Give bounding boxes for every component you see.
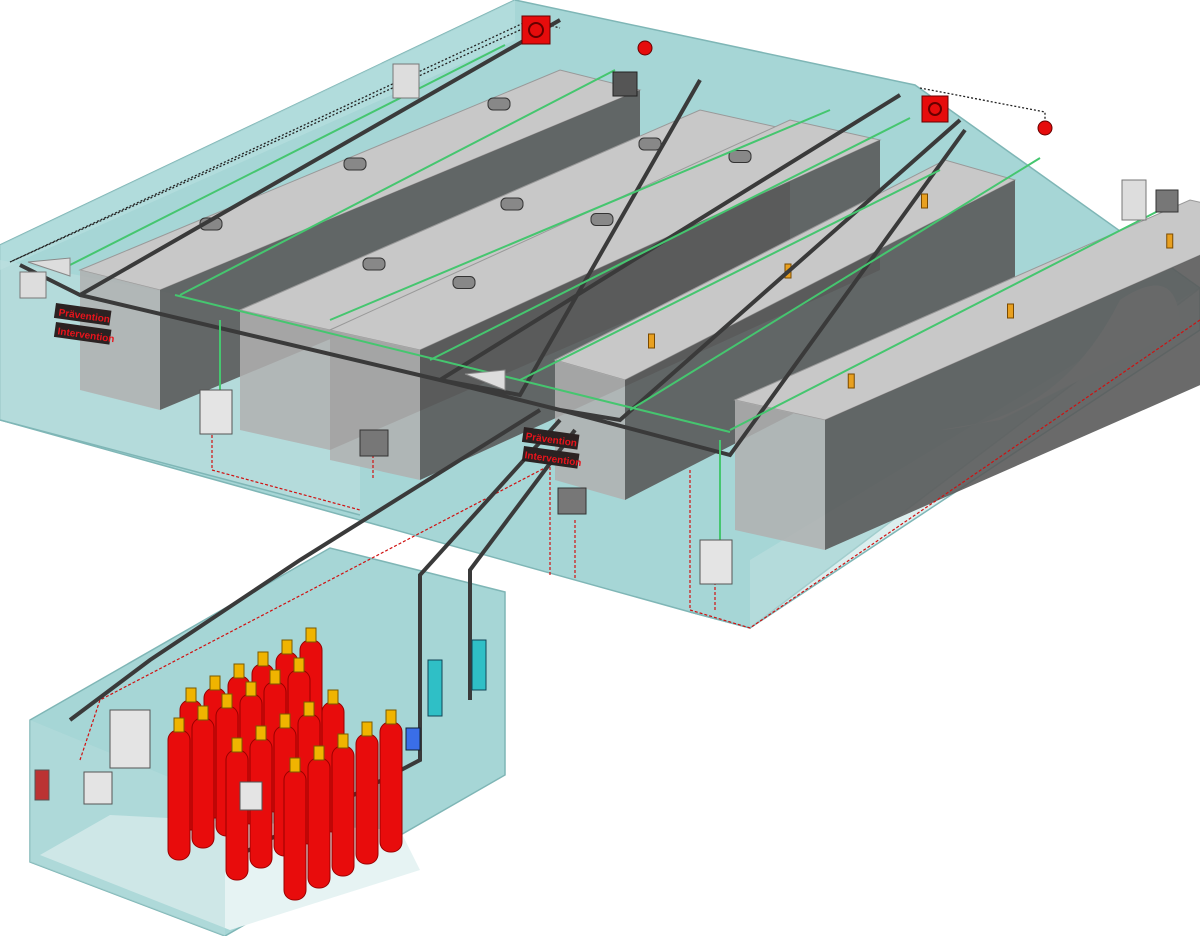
cylinder-valve [385, 709, 397, 725]
cylinder-valve [279, 713, 291, 729]
rack-side [825, 255, 1200, 550]
cylinder-valve [313, 745, 325, 761]
cylinder-valve [173, 717, 185, 733]
junction-box-icon [612, 71, 638, 97]
storage-room-devices [34, 639, 487, 811]
alarm-wiring-red [79, 319, 1200, 761]
control-panel-icon [199, 389, 233, 435]
cylinder-valve [233, 663, 245, 679]
devices [19, 15, 1179, 585]
cylinder-body [167, 729, 191, 861]
horn-icon [27, 257, 71, 277]
cylinder-valve [209, 675, 221, 691]
cylinder-body [355, 733, 379, 865]
extinguishing-cylinder-icon [191, 705, 215, 849]
rack-side [625, 180, 1015, 500]
cylinder-valve [269, 669, 281, 685]
smoke-detector-icon [452, 276, 476, 289]
selector-valve-icon [427, 659, 443, 717]
nozzle-icon [921, 193, 928, 209]
pressure-switch-icon [405, 727, 421, 751]
smoke-detector-icon [638, 137, 662, 151]
cylinder-room-front [30, 720, 225, 936]
cylinder-valve [361, 721, 373, 737]
extinguishing-cylinder-icon [379, 709, 403, 853]
cylinder-valve [231, 737, 243, 753]
rack-front [735, 400, 825, 550]
vent-grille-icon [1121, 179, 1147, 221]
rack-front [240, 310, 330, 450]
extinguishing-cylinder-icon [283, 757, 307, 901]
cylinder-body [307, 757, 331, 889]
vent-grille-icon [19, 271, 47, 299]
alarm-bell-icon [1037, 120, 1053, 136]
smoke-detector-icon [500, 197, 524, 211]
alarm-siren-lens [528, 22, 544, 38]
cylinder-valve [255, 725, 267, 741]
junction-box-icon [557, 487, 587, 515]
rack-front [555, 360, 625, 500]
nozzle-icon [1166, 233, 1174, 249]
junction-box-icon [239, 781, 263, 811]
cylinder-body [379, 721, 403, 853]
cylinder-valve [305, 627, 317, 643]
rack-front [330, 330, 420, 480]
detector-line-green [69, 44, 1161, 545]
junction-box-icon [1155, 189, 1179, 213]
extinguishing-cylinder-icon [307, 745, 331, 889]
nozzle-icon [847, 373, 855, 389]
alarm-siren-lens [928, 102, 942, 116]
extinguishing-cylinder-icon [331, 733, 355, 877]
vent-grille-icon [392, 63, 420, 99]
smoke-detector-icon [343, 157, 367, 171]
smoke-detector-icon [728, 150, 752, 163]
rack-front [80, 270, 160, 410]
cylinder-valve [245, 681, 257, 697]
cylinder-valve [197, 705, 209, 721]
cylinder-body [225, 749, 249, 881]
room-back-wall-left [0, 0, 515, 270]
horn-icon [464, 369, 506, 391]
junction-box-icon [83, 771, 113, 805]
manual-release-icon [34, 769, 50, 801]
cylinder-body [191, 717, 215, 849]
alarm-siren-icon [521, 15, 551, 45]
cylinder-valve [257, 651, 269, 667]
selector-valve-icon [471, 639, 487, 691]
cylinder-valve [337, 733, 349, 749]
extinguishing-cylinder-icon [355, 721, 379, 865]
alarm-siren-icon [921, 95, 949, 123]
cylinder-valve [281, 639, 293, 655]
cylinder-valve [293, 657, 305, 673]
rack-side [420, 140, 880, 480]
cylinder-valve [289, 757, 301, 773]
smoke-detector-icon [590, 213, 614, 226]
control-panel-icon [699, 539, 733, 585]
cylinder-body [331, 745, 355, 877]
server-rack [733, 199, 1200, 550]
cylinder-valve [221, 693, 233, 709]
cylinder-valve [327, 689, 339, 705]
alarm-bell-icon [637, 40, 653, 56]
nozzle-icon [648, 333, 655, 349]
cylinder-bank [167, 627, 403, 901]
junction-box-icon [359, 429, 389, 457]
cylinder-valve [303, 701, 315, 717]
main-pipe [19, 18, 967, 862]
cylinder-valve [185, 687, 197, 703]
nozzle-icon [1007, 303, 1014, 319]
cylinder-body [283, 769, 307, 901]
smoke-detector-icon [487, 97, 511, 111]
smoke-detector-icon [362, 257, 386, 271]
control-panel-icon [109, 709, 151, 769]
extinguishing-cylinder-icon [167, 717, 191, 861]
